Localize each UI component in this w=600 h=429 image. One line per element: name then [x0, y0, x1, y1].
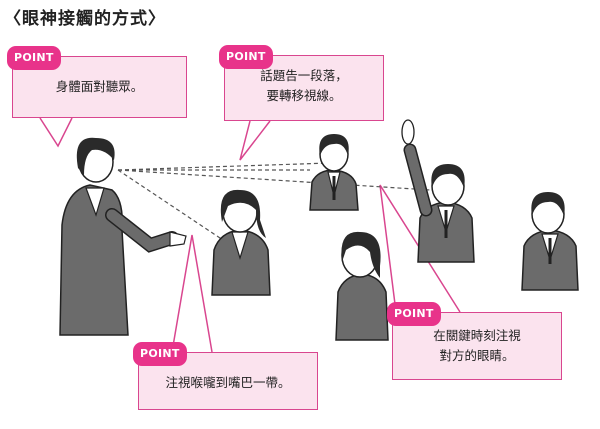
- callout-line: 注視喉嚨到嘴巴一帶。: [165, 375, 291, 390]
- pointer-c3: [171, 234, 213, 353]
- pointer-c1: [39, 117, 73, 148]
- pointer-c2: [239, 120, 271, 161]
- callout-look-throat-mouth: POINT 注視喉嚨到嘴巴一帶。: [133, 342, 318, 410]
- audience-woman-left: [211, 189, 271, 296]
- callout-look-eyes: POINT 在關鍵時刻注視 對方的眼睛。: [387, 302, 562, 380]
- point-badge: POINT: [219, 45, 273, 69]
- pointer-c4: [379, 184, 461, 329]
- callout-line: 在關鍵時刻注視: [433, 328, 521, 343]
- callout-line: 身體面對聽眾。: [55, 79, 144, 94]
- callout-face-audience: POINT 身體面對聽眾。: [7, 46, 187, 118]
- callout-line: 對方的眼睛。: [439, 348, 515, 363]
- point-badge: POINT: [387, 302, 441, 326]
- callout-shift-gaze: POINT 話題告一段落， 要轉移視線。: [219, 45, 384, 121]
- audience-man-raising-hand: [401, 119, 475, 263]
- gaze-line-1: [117, 169, 233, 247]
- speaker-figure: [59, 137, 187, 336]
- diagram-title: 〈眼神接觸的方式〉: [4, 9, 166, 29]
- audience-man-right: [521, 192, 579, 291]
- callout-line: 要轉移視線。: [266, 88, 342, 103]
- point-badge: POINT: [7, 46, 61, 70]
- point-badge: POINT: [133, 342, 187, 366]
- callout-line: 話題告一段落，: [260, 68, 348, 83]
- gaze-line-3: [117, 162, 331, 171]
- gaze-line-4: [117, 169, 431, 191]
- audience-man-center: [309, 134, 359, 211]
- audience-woman-front: [335, 231, 389, 341]
